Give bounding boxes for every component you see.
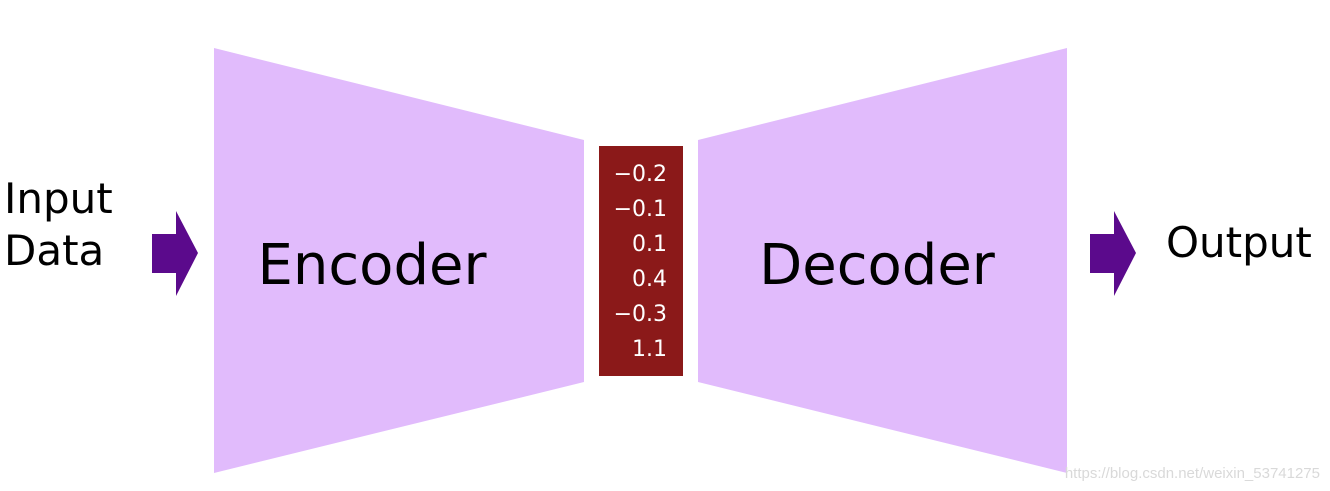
watermark-text: https://blog.csdn.net/weixin_53741275 <box>1065 465 1320 482</box>
input-arrow <box>152 211 198 296</box>
encoder-label: Encoder <box>258 233 488 298</box>
output-arrow <box>1090 211 1136 296</box>
latent-value: 0.1 <box>632 232 667 257</box>
input-label-line2: Data <box>4 226 104 275</box>
latent-value: 0.4 <box>632 267 667 292</box>
input-label-line1: Input <box>4 174 113 223</box>
latent-values: −0.2 −0.1 0.1 0.4 −0.3 1.1 <box>614 162 667 362</box>
latent-value: 1.1 <box>632 337 667 362</box>
output-label: Output <box>1166 218 1312 267</box>
latent-vector-box <box>599 146 683 376</box>
encoder-block <box>214 48 584 473</box>
decoder-block <box>698 48 1067 473</box>
decoder-label: Decoder <box>759 233 996 298</box>
latent-value: −0.3 <box>614 302 667 327</box>
latent-value: −0.1 <box>614 197 667 222</box>
latent-value: −0.2 <box>614 162 667 187</box>
